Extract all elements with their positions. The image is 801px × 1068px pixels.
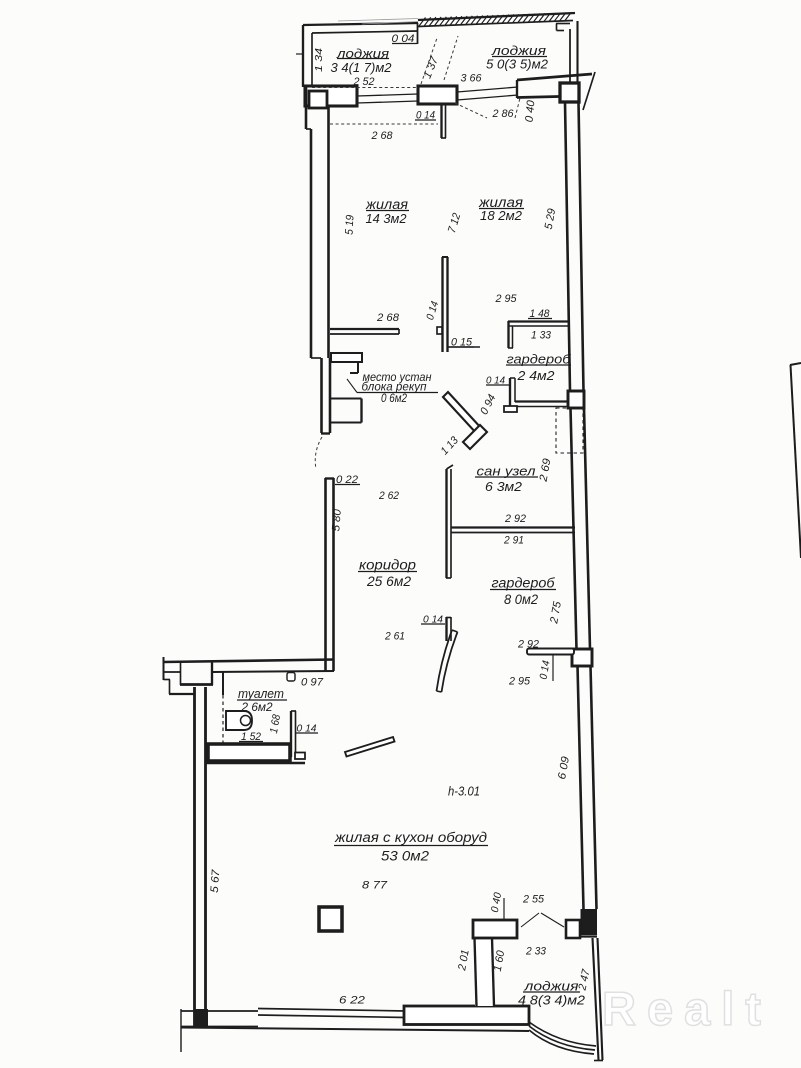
svg-text:5 67: 5 67 bbox=[209, 868, 223, 893]
svg-text:0 6м2: 0 6м2 bbox=[381, 393, 408, 405]
svg-text:лоджия: лоджия bbox=[336, 46, 389, 61]
svg-text:жилая: жилая bbox=[365, 197, 408, 212]
svg-text:1 52: 1 52 bbox=[241, 731, 261, 743]
svg-text:5 0(3 5)м2: 5 0(3 5)м2 bbox=[486, 58, 548, 72]
svg-text:1 34: 1 34 bbox=[313, 48, 325, 72]
svg-text:0 40: 0 40 bbox=[524, 99, 538, 123]
svg-text:гардероб: гардероб bbox=[492, 576, 555, 591]
svg-text:2 68: 2 68 bbox=[371, 130, 394, 142]
svg-text:2 61: 2 61 bbox=[384, 631, 405, 643]
svg-text:8 0м2: 8 0м2 bbox=[504, 592, 538, 607]
svg-text:2 95: 2 95 bbox=[495, 293, 518, 305]
svg-text:0 14: 0 14 bbox=[424, 300, 441, 322]
svg-text:0 14: 0 14 bbox=[537, 659, 552, 680]
svg-text:3 4(1 7)м2: 3 4(1 7)м2 bbox=[331, 61, 392, 75]
svg-text:6 3м2: 6 3м2 bbox=[485, 479, 523, 494]
svg-text:2 75: 2 75 bbox=[548, 600, 564, 626]
svg-text:0 14: 0 14 bbox=[416, 110, 435, 122]
svg-text:6 22: 6 22 bbox=[339, 995, 365, 1007]
svg-text:2 69: 2 69 bbox=[537, 458, 553, 484]
svg-text:0 40: 0 40 bbox=[489, 891, 504, 913]
svg-text:жилая с кухон оборуд: жилая с кухон оборуд bbox=[334, 830, 488, 845]
svg-text:коридор: коридор bbox=[359, 557, 416, 573]
svg-text:2 33: 2 33 bbox=[525, 946, 547, 958]
svg-text:53 0м2: 53 0м2 bbox=[381, 848, 429, 864]
svg-text:2 01: 2 01 bbox=[456, 949, 472, 973]
svg-text:2 95: 2 95 bbox=[508, 676, 531, 688]
svg-text:0 97: 0 97 bbox=[301, 677, 324, 689]
svg-text:4 8(3 4)м2: 4 8(3 4)м2 bbox=[518, 994, 585, 1008]
svg-text:25 6м2: 25 6м2 bbox=[366, 574, 412, 589]
svg-text:1 33: 1 33 bbox=[531, 330, 552, 342]
svg-text:6 09: 6 09 bbox=[556, 756, 572, 781]
svg-text:2 47: 2 47 bbox=[576, 968, 592, 993]
svg-text:1 68: 1 68 bbox=[268, 713, 283, 735]
svg-text:5 80: 5 80 bbox=[330, 508, 344, 532]
svg-text:7 12: 7 12 bbox=[446, 212, 463, 235]
svg-text:18 2м2: 18 2м2 bbox=[480, 208, 523, 223]
svg-text:0 14: 0 14 bbox=[486, 375, 505, 387]
svg-text:2 92: 2 92 bbox=[504, 513, 526, 525]
svg-text:лоджия: лоджия bbox=[523, 979, 578, 994]
svg-text:жилая: жилая bbox=[478, 195, 523, 210]
svg-text:2 86: 2 86 bbox=[492, 108, 515, 120]
svg-text:1 60: 1 60 bbox=[492, 949, 508, 973]
svg-text:0 04: 0 04 bbox=[392, 33, 415, 45]
svg-text:0 14: 0 14 bbox=[423, 614, 443, 626]
svg-text:1 48: 1 48 bbox=[530, 308, 551, 320]
svg-text:2 92: 2 92 bbox=[517, 639, 539, 651]
svg-text:2 52: 2 52 bbox=[353, 76, 375, 88]
svg-text:сан узел: сан узел bbox=[477, 464, 537, 479]
svg-text:лоджия: лоджия bbox=[491, 43, 546, 58]
svg-text:место устан: место устан bbox=[363, 372, 433, 384]
svg-text:0 15: 0 15 bbox=[451, 337, 473, 349]
svg-text:h-3.01: h-3.01 bbox=[448, 785, 480, 799]
svg-text:2 91: 2 91 bbox=[503, 535, 524, 547]
svg-text:2 6м2: 2 6м2 bbox=[241, 700, 273, 714]
svg-text:туалет: туалет bbox=[238, 687, 284, 701]
svg-text:5 29: 5 29 bbox=[543, 208, 558, 231]
svg-text:3 66: 3 66 bbox=[461, 73, 483, 85]
svg-text:2 55: 2 55 bbox=[522, 894, 545, 906]
svg-text:0 22: 0 22 bbox=[336, 474, 358, 486]
svg-text:2 4м2: 2 4м2 bbox=[516, 368, 555, 383]
svg-text:Realt: Realt bbox=[602, 982, 772, 1035]
svg-text:14 3м2: 14 3м2 bbox=[366, 211, 408, 226]
svg-text:гардероб: гардероб bbox=[507, 352, 572, 367]
svg-text:2 68: 2 68 bbox=[376, 312, 400, 324]
svg-text:0 14: 0 14 bbox=[297, 723, 317, 735]
svg-text:5 19: 5 19 bbox=[343, 215, 356, 236]
svg-text:8 77: 8 77 bbox=[362, 880, 388, 892]
svg-text:блока рекуп: блока рекуп bbox=[362, 382, 428, 394]
svg-text:2 62: 2 62 bbox=[378, 490, 399, 502]
